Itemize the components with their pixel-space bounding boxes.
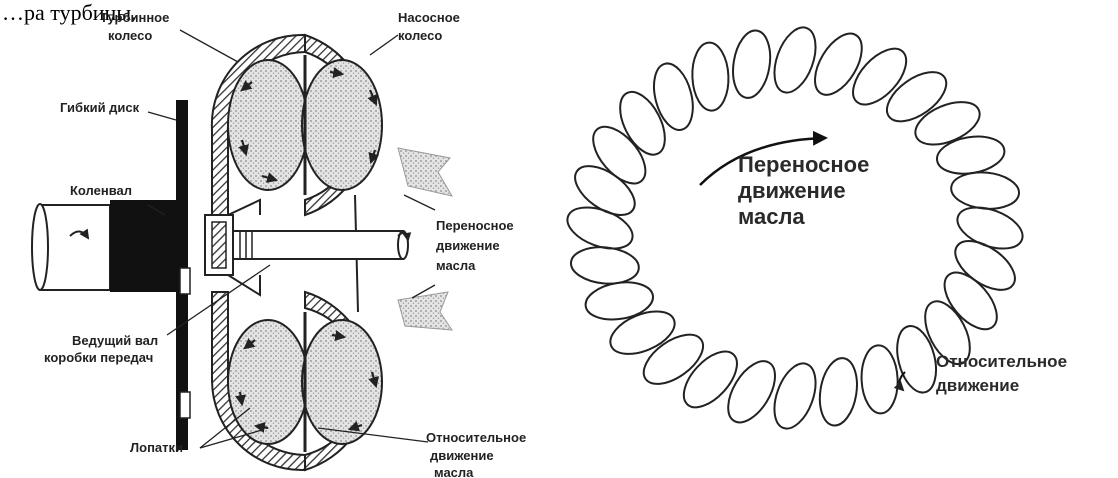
crankshaft <box>32 200 180 292</box>
torus-label-relative-2: движение <box>936 376 1019 395</box>
coil-loop <box>843 39 915 113</box>
pump-chamber-bottom <box>302 320 382 444</box>
coil-loop <box>950 170 1021 212</box>
coil-loop <box>569 244 640 286</box>
torque-converter-section: Турбинное колесо Насосное колесо Гибкий … <box>32 10 526 478</box>
hub-spline <box>212 222 226 268</box>
coil-loop <box>611 85 674 162</box>
turbine-chamber-top <box>228 60 308 190</box>
coil-loop <box>860 345 899 415</box>
torus-label-relative-1: Относительное <box>936 352 1067 371</box>
coil-loop <box>583 118 655 193</box>
coil-loop <box>805 26 871 103</box>
label-pump-2: колесо <box>398 28 442 43</box>
coil-loop <box>729 28 775 101</box>
coil-loop <box>691 42 730 112</box>
label-input-shaft-2: коробки передач <box>44 350 153 365</box>
label-relative-3: масла <box>434 465 474 478</box>
label-relative-2: движение <box>430 448 494 463</box>
input-shaft <box>233 231 408 259</box>
label-transport-3: масла <box>436 258 476 273</box>
torus-label-transport-1: Переносное <box>738 152 869 177</box>
coil-loop <box>583 278 656 324</box>
coil-loop <box>878 62 954 131</box>
label-input-shaft-1: Ведущий вал <box>72 333 158 348</box>
turbine-chamber-bottom <box>228 320 308 444</box>
label-crankshaft: Коленвал <box>70 183 132 198</box>
oil-flow-torus-section: Переносное движение масла Относительное … <box>562 22 1067 434</box>
coil-loop <box>935 263 1007 338</box>
flex-disk-bolt-bottom <box>180 392 190 418</box>
coil-loop <box>674 342 746 416</box>
label-blades: Лопатки <box>130 440 183 455</box>
torus-label-transport-3: масла <box>738 204 805 229</box>
label-transport-2: движение <box>436 238 500 253</box>
coil-loop <box>635 325 711 394</box>
flex-disk-bolt-top <box>180 268 190 294</box>
coil-loop <box>934 132 1007 178</box>
label-transport-1: Переносное <box>436 218 514 233</box>
torus-label-transport-2: движение <box>738 178 846 203</box>
relative-flow-arrow <box>899 372 905 390</box>
label-pump-1: Насосное <box>398 10 460 25</box>
oil-flow-cloud-bottom <box>398 292 452 330</box>
oil-flow-cloud-top <box>398 148 452 196</box>
label-flex-disk: Гибкий диск <box>60 100 140 115</box>
label-relative-1: Относительное <box>426 430 526 445</box>
coil-loop <box>719 353 785 430</box>
pump-chamber-top <box>302 60 382 190</box>
coil-loop <box>815 355 861 428</box>
label-turbine-2: колесо <box>108 28 152 43</box>
label-turbine-1: Турбинное <box>100 10 169 25</box>
